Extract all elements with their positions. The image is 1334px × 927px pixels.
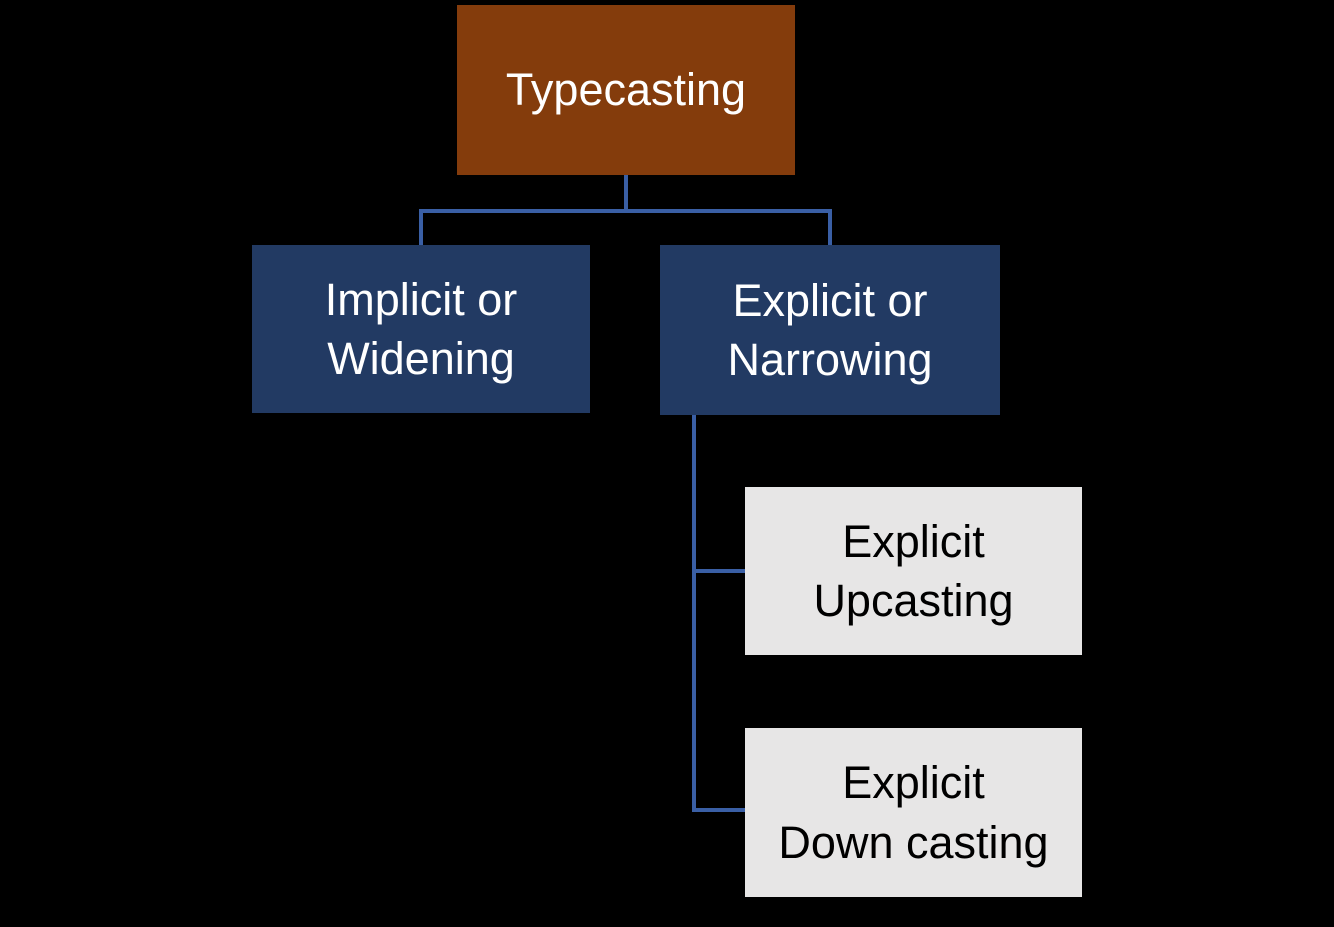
connector-drop-explicit	[828, 209, 832, 247]
node-explicit-narrowing-label-line1: Explicit or	[732, 274, 928, 326]
connector-elbow-downcasting	[692, 808, 745, 812]
node-explicit-downcasting-label-line2: Down casting	[778, 816, 1049, 868]
node-implicit-widening: Implicit or Widening	[252, 245, 590, 413]
connector-top-rail	[419, 209, 832, 213]
node-typecasting-label: Typecasting	[505, 64, 747, 116]
connector-elbow-upcasting	[692, 569, 745, 573]
node-explicit-upcasting-label-line2: Upcasting	[813, 575, 1014, 626]
node-implicit-widening-label-line1: Implicit or	[324, 273, 518, 325]
connector-drop-implicit	[419, 209, 423, 247]
node-explicit-narrowing: Explicit or Narrowing	[660, 245, 1000, 415]
node-explicit-narrowing-label-line2: Narrowing	[727, 334, 933, 385]
node-explicit-upcasting: Explicit Upcasting	[745, 487, 1082, 655]
node-explicit-upcasting-label-line1: Explicit	[842, 515, 985, 567]
node-explicit-downcasting-label-line1: Explicit	[842, 757, 985, 809]
node-typecasting: Typecasting	[457, 5, 795, 175]
connector-root-stem	[624, 175, 628, 213]
node-explicit-downcasting: Explicit Down casting	[745, 728, 1082, 897]
node-implicit-widening-label-line2: Widening	[327, 333, 515, 384]
connector-explicit-stem	[692, 415, 696, 812]
